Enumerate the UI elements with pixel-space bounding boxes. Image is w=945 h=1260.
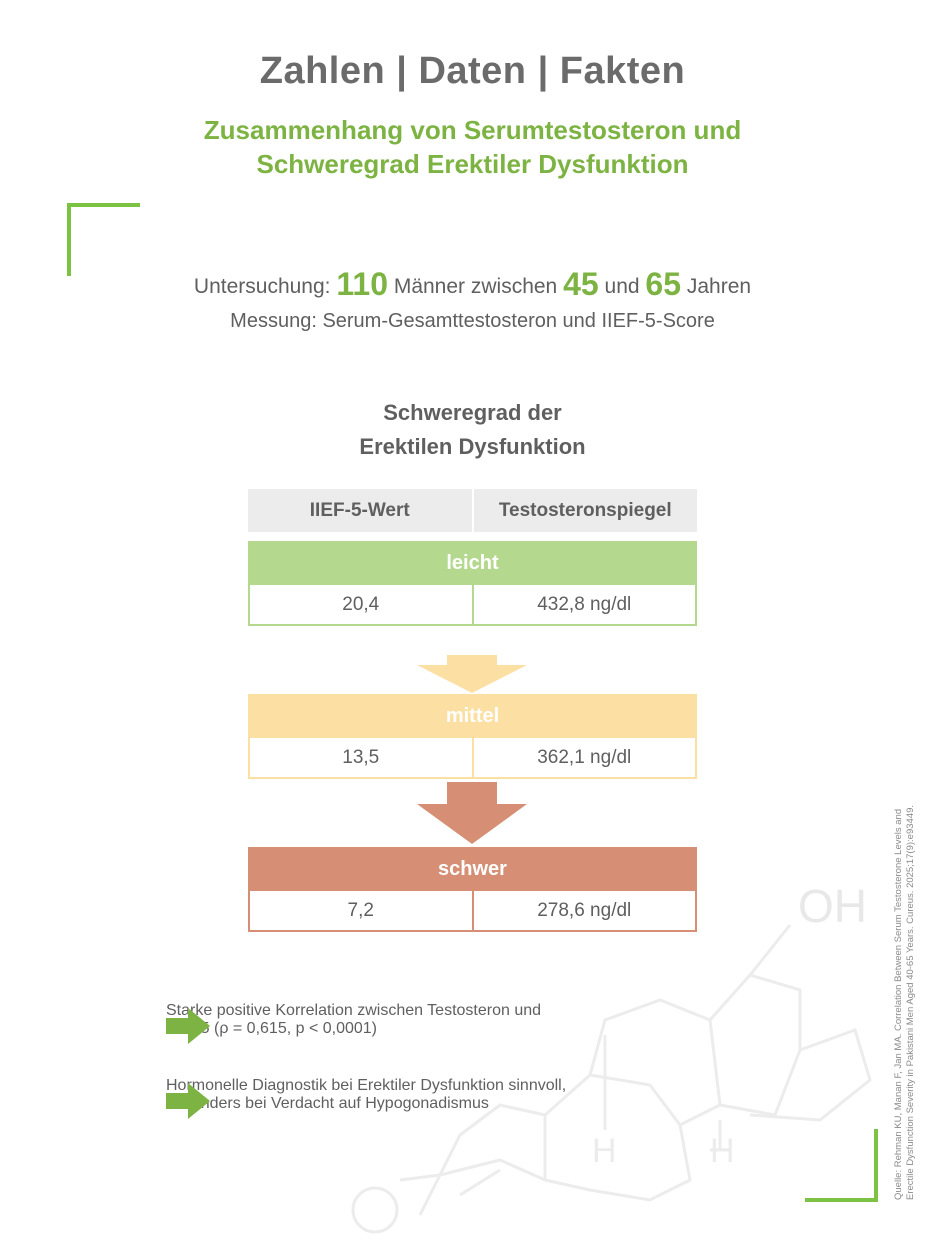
watermark-oh-label: OH xyxy=(798,880,867,932)
study-count: 110 xyxy=(336,266,388,302)
page-subtitle: Zusammenhang von Serumtestosteron und Sc… xyxy=(0,113,945,181)
arrow-down-icon xyxy=(417,782,527,844)
arrow-right-icon xyxy=(166,1083,210,1119)
iief-value: 20,4 xyxy=(250,585,474,624)
table-row-schwer: 7,2 278,6 ng/dl xyxy=(248,891,697,932)
study-prefix: Untersuchung: xyxy=(193,275,331,298)
source-citation: Quelle: Rehman KU, Manan F, Jan MA. Corr… xyxy=(893,760,917,1200)
study-age-min: 45 xyxy=(563,266,599,302)
source-line-1: Quelle: Rehman KU, Manan F, Jan MA. Corr… xyxy=(893,808,904,1200)
page-title: Zahlen | Daten | Fakten xyxy=(259,50,686,92)
bullet-item: Starke positive Korrelation zwischen Tes… xyxy=(166,1002,806,1062)
bullet-text-line-2: besonders bei Verdacht auf Hypogonadismu… xyxy=(166,1095,489,1112)
study-years: Jahren xyxy=(686,275,752,298)
bullet-text-line-1: Hormonelle Diagnostik bei Erektiler Dysf… xyxy=(166,1077,567,1094)
arrow-down-icon xyxy=(417,655,527,693)
table-header: IIEF-5-Wert Testosteronspiegel xyxy=(248,489,697,532)
severity-title-line-2: Erektilen Dysfunktion xyxy=(359,434,586,459)
corner-bracket-bottom-right xyxy=(805,1129,878,1202)
source-line-2: Erectile Dysfunction Severity in Pakista… xyxy=(905,804,916,1200)
table-row-mittel: 13,5 362,1 ng/dl xyxy=(248,738,697,779)
corner-bracket-top-left xyxy=(67,203,140,276)
severity-band-schwer: schwer xyxy=(248,847,697,891)
study-men-between: Männer zwischen xyxy=(393,275,558,298)
severity-band-mittel: mittel xyxy=(248,694,697,738)
svg-text:H: H xyxy=(592,1132,617,1170)
table-row-leicht: 20,4 432,8 ng/dl xyxy=(248,585,697,626)
iief-value: 7,2 xyxy=(250,891,474,930)
study-and: und xyxy=(604,275,640,298)
column-header-iief: IIEF-5-Wert xyxy=(248,489,474,532)
subtitle-line-1: Zusammenhang von Serumtestosteron und xyxy=(203,115,742,145)
svg-text:H: H xyxy=(710,1132,735,1170)
testosterone-value: 362,1 ng/dl xyxy=(537,746,632,768)
severity-band-leicht: leicht xyxy=(248,541,697,585)
study-measurement: Messung: Serum-Gesamttestosteron und IIE… xyxy=(230,310,715,332)
severity-title-line-1: Schweregrad der xyxy=(383,400,562,425)
arrow-right-icon xyxy=(166,1008,210,1044)
bullet-text-line-1: Starke positive Korrelation zwischen Tes… xyxy=(166,1002,542,1019)
iief-value: 13,5 xyxy=(250,738,474,777)
bullet-text-line-2: IIEF-5 (ρ = 0,615, p < 0,0001) xyxy=(166,1020,377,1037)
study-age-max: 65 xyxy=(645,266,681,302)
steroid-molecule-watermark: OH H H xyxy=(351,880,872,1234)
column-header-testosterone: Testosteronspiegel xyxy=(498,499,672,521)
bullet-item: Hormonelle Diagnostik bei Erektiler Dysf… xyxy=(166,1077,806,1137)
severity-title: Schweregrad der Erektilen Dysfunktion xyxy=(0,396,945,464)
testosterone-value: 432,8 ng/dl xyxy=(537,593,632,615)
subtitle-line-2: Schweregrad Erektiler Dysfunktion xyxy=(256,149,689,179)
testosterone-value: 278,6 ng/dl xyxy=(537,899,632,921)
study-description: Untersuchung: 110 Männer zwischen 45 und… xyxy=(0,266,945,303)
